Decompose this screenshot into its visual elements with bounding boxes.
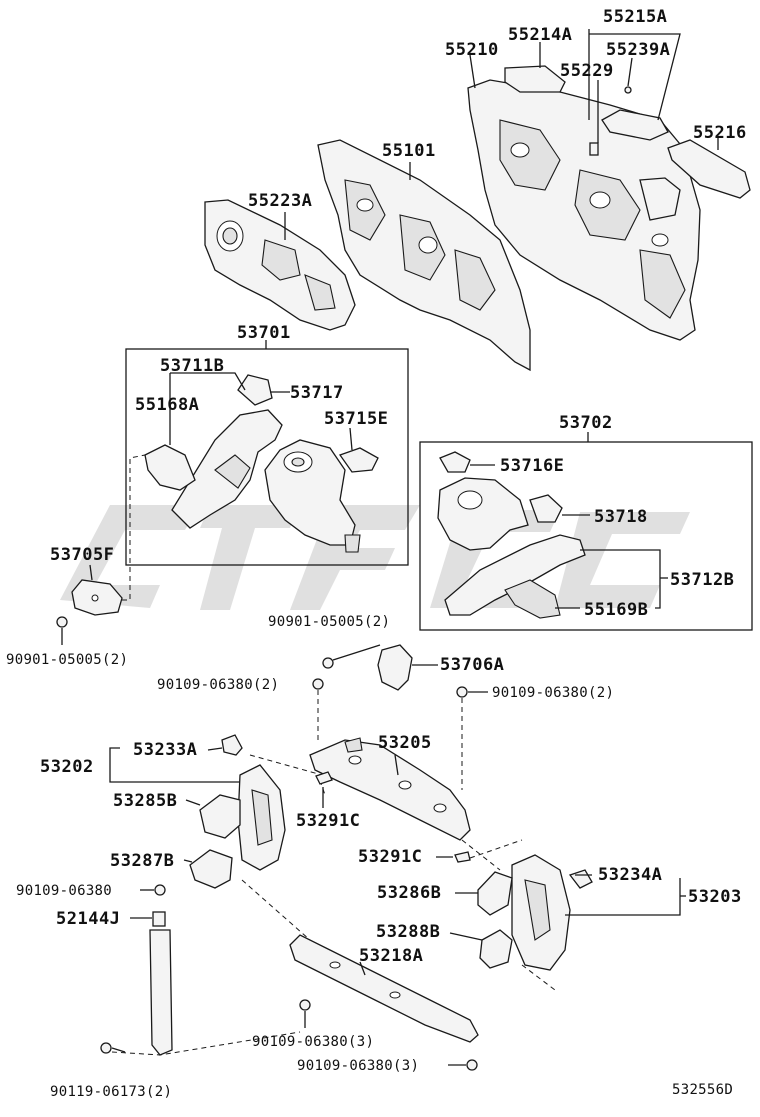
label-53712B[interactable]: 53712B <box>670 570 734 590</box>
label-90109-06380-d[interactable]: 90109-06380(3) <box>252 1034 374 1050</box>
label-52144J[interactable]: 52144J <box>56 909 120 929</box>
clip-55229[interactable] <box>589 86 632 156</box>
label-53287B[interactable]: 53287B <box>110 851 174 871</box>
label-53286B[interactable]: 53286B <box>377 883 441 903</box>
label-90109-06380-e[interactable]: 90109-06380(3) <box>297 1058 419 1074</box>
apron-assy-53702[interactable] <box>437 451 586 619</box>
seal-53285B[interactable] <box>199 794 241 839</box>
label-90901-05005-mid[interactable]: 90901-05005(2) <box>268 614 390 630</box>
label-53234A[interactable]: 53234A <box>598 865 662 885</box>
radiator-support-side-left-53202[interactable] <box>237 764 286 871</box>
dash-panel-insulator-outer[interactable] <box>467 79 701 341</box>
label-53291C-left[interactable]: 53291C <box>296 811 360 831</box>
label-53202[interactable]: 53202 <box>40 757 94 777</box>
label-55169B[interactable]: 55169B <box>584 600 648 620</box>
leaders-53701 <box>169 372 353 451</box>
label-53701[interactable]: 53701 <box>237 323 291 343</box>
leaders-top <box>284 29 719 240</box>
label-90109-06380-a[interactable]: 90109-06380(2) <box>157 677 279 693</box>
dash-insulator-55223A[interactable] <box>204 199 356 331</box>
insulator-pad-55216[interactable] <box>667 139 751 199</box>
diagram-id: 532556D <box>672 1082 733 1098</box>
label-90109-06380-b[interactable]: 90109-06380(2) <box>492 685 614 701</box>
label-55216[interactable]: 55216 <box>693 123 747 143</box>
bolt-90109-upper-left[interactable] <box>312 678 324 690</box>
label-90109-06380-c[interactable]: 90109-06380 <box>16 883 112 899</box>
group-box-53702 <box>419 441 753 631</box>
clip-53291C-right[interactable] <box>454 851 471 863</box>
label-53718[interactable]: 53718 <box>594 507 648 527</box>
label-90901-05005-left[interactable]: 90901-05005(2) <box>6 652 128 668</box>
group-box-53701 <box>125 348 409 566</box>
label-55168A[interactable]: 55168A <box>135 395 199 415</box>
apron-assy-53701[interactable] <box>144 374 379 553</box>
bolt-90119[interactable] <box>100 1042 112 1054</box>
label-90119-06173[interactable]: 90119-06173(2) <box>50 1084 172 1100</box>
label-53702[interactable]: 53702 <box>559 413 613 433</box>
bolt-90901-mid[interactable] <box>322 657 334 669</box>
seal-53234A[interactable] <box>568 869 593 889</box>
label-53716E[interactable]: 53716E <box>500 456 564 476</box>
label-53205[interactable]: 53205 <box>378 733 432 753</box>
bolt-90109-lower-b[interactable] <box>466 1059 478 1071</box>
label-55215A[interactable]: 55215A <box>603 7 667 27</box>
label-53285B[interactable]: 53285B <box>113 791 177 811</box>
label-53705F[interactable]: 53705F <box>50 545 114 565</box>
leaders-53702 <box>470 464 668 609</box>
label-55210[interactable]: 55210 <box>445 40 499 60</box>
label-53288B[interactable]: 53288B <box>376 922 440 942</box>
bolt-90109-upper-right[interactable] <box>456 686 468 698</box>
label-55223A[interactable]: 55223A <box>248 191 312 211</box>
seal-53233A[interactable] <box>221 734 243 756</box>
seal-53286B[interactable] <box>477 871 513 916</box>
bolt-90901-left[interactable] <box>56 616 68 628</box>
dash-panel-55101[interactable] <box>317 139 531 372</box>
label-53711B[interactable]: 53711B <box>160 356 224 376</box>
radiator-support-side-right-53203[interactable] <box>511 854 571 971</box>
cowl-side-insulator-right[interactable] <box>601 109 669 141</box>
label-53706A[interactable]: 53706A <box>440 655 504 675</box>
bolt-90109-lower-a[interactable] <box>299 999 311 1011</box>
label-55214A[interactable]: 55214A <box>508 25 572 45</box>
bolt-90109-left-lower[interactable] <box>154 884 166 896</box>
cowl-top-insulator[interactable] <box>504 65 566 93</box>
radiator-support-upper-53205[interactable] <box>309 737 471 841</box>
label-53291C-right[interactable]: 53291C <box>358 847 422 867</box>
bracket-53705F[interactable] <box>71 579 123 616</box>
label-55239A[interactable]: 55239A <box>606 40 670 60</box>
label-53218A[interactable]: 53218A <box>359 946 423 966</box>
clip-53291C-left[interactable] <box>315 771 333 785</box>
radiator-support-lower-53218A[interactable] <box>289 934 479 1043</box>
bracket-53706A[interactable] <box>377 644 413 691</box>
label-53717[interactable]: 53717 <box>290 383 344 403</box>
label-53233A[interactable]: 53233A <box>133 740 197 760</box>
part-labels: 55215A 55214A 55239A 55210 55229 55216 5… <box>6 7 747 1100</box>
label-53715E[interactable]: 53715E <box>324 409 388 429</box>
seal-53288B[interactable] <box>479 929 513 969</box>
bracket-52144J[interactable] <box>149 911 173 1056</box>
label-55101[interactable]: 55101 <box>382 141 436 161</box>
label-53203[interactable]: 53203 <box>688 887 742 907</box>
seal-53287B[interactable] <box>189 849 233 889</box>
label-55229[interactable]: 55229 <box>560 61 614 81</box>
leaders-53203 <box>449 874 686 991</box>
